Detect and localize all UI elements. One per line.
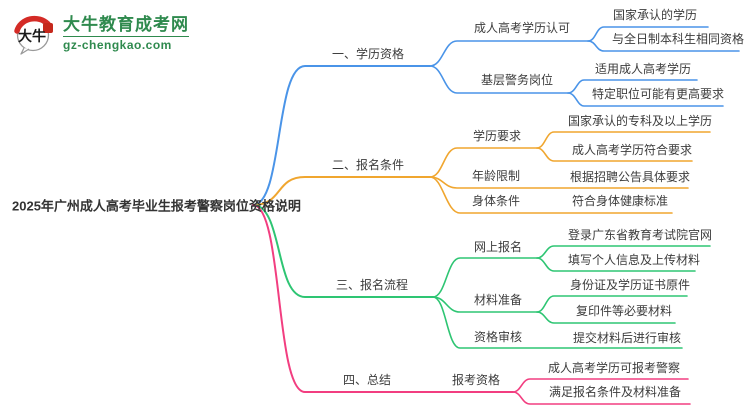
edge-node12-leaf121 bbox=[567, 79, 698, 94]
leaf-2-3-1-label: 符合身体健康标准 bbox=[571, 194, 669, 208]
leaf-4-1-1-label: 成人高考学历可报考警察 bbox=[547, 361, 681, 375]
edge-node12-leaf122 bbox=[567, 92, 724, 107]
leaf-4-1-2-label: 满足报名条件及材料准备 bbox=[548, 385, 682, 399]
site-name: 大牛教育成考网 bbox=[63, 14, 189, 34]
edge-node32-leaf322 bbox=[536, 311, 676, 324]
leaf-3-1-2-label: 填写个人信息及上传材料 bbox=[567, 253, 701, 267]
leaf-3-1-1-label: 登录广东省教育考试院官网 bbox=[567, 228, 713, 242]
node-1-2-label: 基层警务岗位 bbox=[480, 73, 554, 87]
edge-root-branch2 bbox=[252, 176, 431, 206]
leaf-3-2-2-label: 复印件等必要材料 bbox=[575, 304, 673, 318]
leaf-3-2-1-label: 身份证及学历证书原件 bbox=[569, 278, 691, 292]
leaf-2-1-2-label: 成人高考学历符合要求 bbox=[571, 143, 693, 157]
node-1-1-label: 成人高考学历认可 bbox=[473, 21, 571, 35]
edge-branch1-node11 bbox=[429, 40, 589, 67]
edge-node21-leaf211 bbox=[536, 131, 711, 149]
branch-1-label: 一、学历资格 bbox=[331, 47, 405, 61]
site-domain: gz-chengkao.com bbox=[63, 35, 189, 52]
edge-branch3-node31 bbox=[432, 257, 538, 298]
branch-2-label: 二、报名条件 bbox=[331, 158, 405, 172]
leaf-1-1-2-label: 与全日制本科生相同资格 bbox=[611, 32, 745, 46]
edge-node41-leaf412 bbox=[512, 391, 691, 405]
node-2-3-label: 身体条件 bbox=[471, 194, 521, 208]
node-4-1-label: 报考资格 bbox=[451, 373, 501, 387]
leaf-1-2-1-label: 适用成人高考学历 bbox=[594, 62, 692, 76]
node-3-3-label: 资格审核 bbox=[473, 330, 523, 344]
node-2-1-label: 学历要求 bbox=[472, 129, 522, 143]
leaf-1-2-2-label: 特定职位可能有更高要求 bbox=[591, 87, 725, 101]
edge-node32-leaf321 bbox=[536, 295, 688, 313]
edge-root-branch1 bbox=[252, 65, 431, 206]
branch-3-label: 三、报名流程 bbox=[335, 278, 409, 292]
edge-branch3-node33 bbox=[432, 296, 683, 349]
edge-branch2-node21 bbox=[429, 147, 538, 178]
edge-root-branch4 bbox=[252, 204, 514, 393]
edge-node41-leaf411 bbox=[512, 378, 689, 393]
edge-branch2-node23 bbox=[429, 176, 673, 214]
node-2-2-label: 年龄限制 bbox=[471, 169, 521, 183]
logo-bubble-icon: 大牛 bbox=[12, 10, 56, 56]
root-topic-label: 2025年广州成人高考毕业生报考警察岗位资格说明 bbox=[12, 198, 301, 214]
node-3-1-label: 网上报名 bbox=[473, 240, 523, 254]
node-3-2-label: 材料准备 bbox=[473, 293, 523, 307]
edge-node21-leaf212 bbox=[536, 147, 693, 162]
leaf-1-1-1-label: 国家承认的学历 bbox=[612, 8, 698, 22]
edge-branch1-node12 bbox=[429, 65, 569, 94]
edge-node31-leaf312 bbox=[536, 257, 696, 272]
edge-node11-leaf111 bbox=[587, 26, 709, 42]
leaf-3-3-1-label: 提交材料后进行审核 bbox=[572, 331, 682, 345]
site-logo: 大牛 大牛教育成考网 gz-chengkao.com bbox=[12, 10, 189, 56]
branch-4-label: 四、总结 bbox=[342, 373, 392, 387]
logo-text-block: 大牛教育成考网 gz-chengkao.com bbox=[63, 15, 189, 52]
logo-badge-text: 大牛 bbox=[18, 28, 46, 44]
leaf-2-2-1-label: 根据招聘公告具体要求 bbox=[569, 170, 691, 184]
edge-node31-leaf311 bbox=[536, 245, 711, 259]
edge-root-branch3 bbox=[252, 204, 434, 298]
edge-node11-leaf112 bbox=[587, 40, 740, 52]
leaf-2-1-1-label: 国家承认的专科及以上学历 bbox=[567, 114, 713, 128]
